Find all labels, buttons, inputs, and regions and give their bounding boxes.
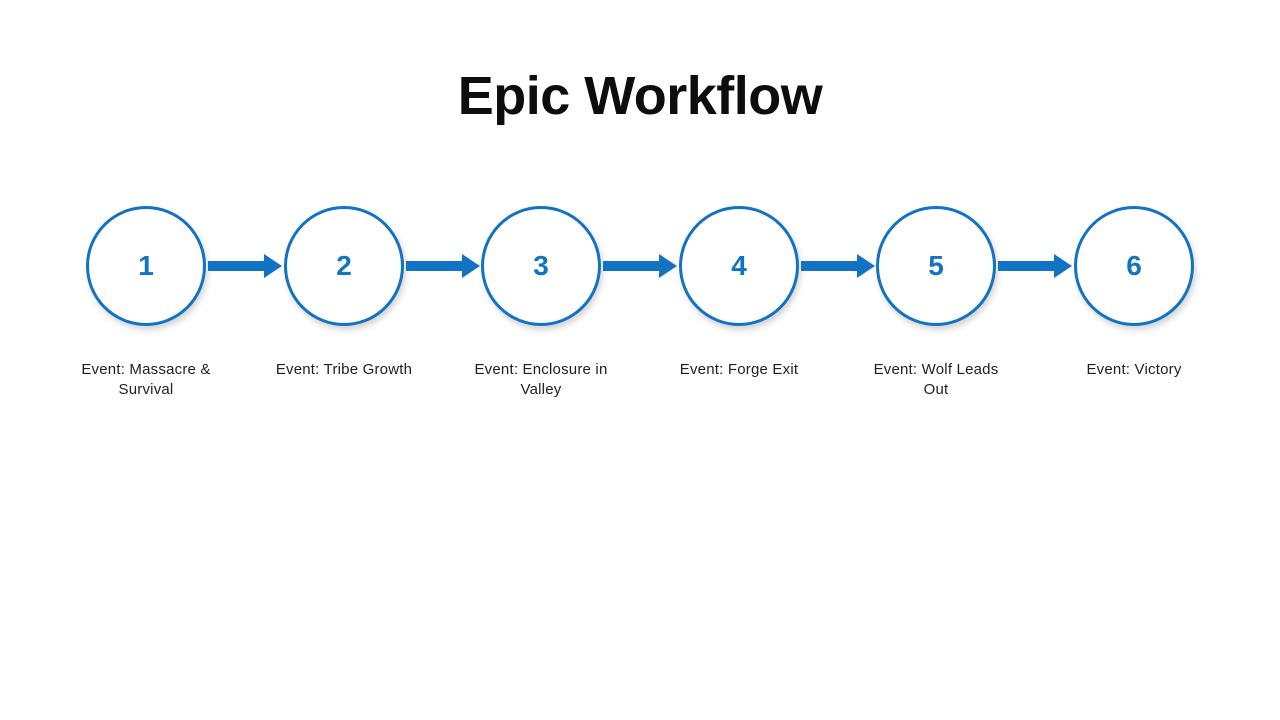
step-label: Event: Wolf Leads Out <box>873 361 999 398</box>
workflow-step-6: 6 Event: Victory <box>1062 206 1206 380</box>
step-circle-6: 6 <box>1074 206 1194 326</box>
step-circle-3: 3 <box>481 206 601 326</box>
step-number: 1 <box>138 250 154 281</box>
flow-arrow-icon <box>998 254 1072 278</box>
step-number: 3 <box>533 250 549 281</box>
step-circle-5: 5 <box>876 206 996 326</box>
step-circle-2: 2 <box>284 206 404 326</box>
step-circle-1: 1 <box>86 206 206 326</box>
step-number: 2 <box>336 250 352 281</box>
step-number: 4 <box>731 250 747 281</box>
step-label: Event: Tribe Growth <box>275 361 413 378</box>
step-label: Event: Forge Exit <box>679 361 799 378</box>
flow-arrow-icon <box>406 254 480 278</box>
step-circle-4: 4 <box>679 206 799 326</box>
workflow-step-2: 2 Event: Tribe Growth <box>272 206 416 380</box>
workflow-step-4: 4 Event: Forge Exit <box>667 206 811 380</box>
step-label: Event: Enclosure in Valley <box>474 361 608 398</box>
workflow-step-1: 1 Event: Massacre & Survival <box>74 206 218 400</box>
step-label: Event: Victory <box>1086 361 1182 378</box>
page-title: Epic Workflow <box>457 66 823 126</box>
flow-arrow-icon <box>208 254 282 278</box>
step-label: Event: Massacre & Survival <box>81 361 211 398</box>
flow-arrow-icon <box>603 254 677 278</box>
workflow-step-5: 5 Event: Wolf Leads Out <box>864 206 1008 400</box>
step-number: 5 <box>928 250 944 281</box>
flow-arrow-icon <box>801 254 875 278</box>
workflow-step-3: 3 Event: Enclosure in Valley <box>469 206 613 400</box>
step-number: 6 <box>1126 250 1142 281</box>
